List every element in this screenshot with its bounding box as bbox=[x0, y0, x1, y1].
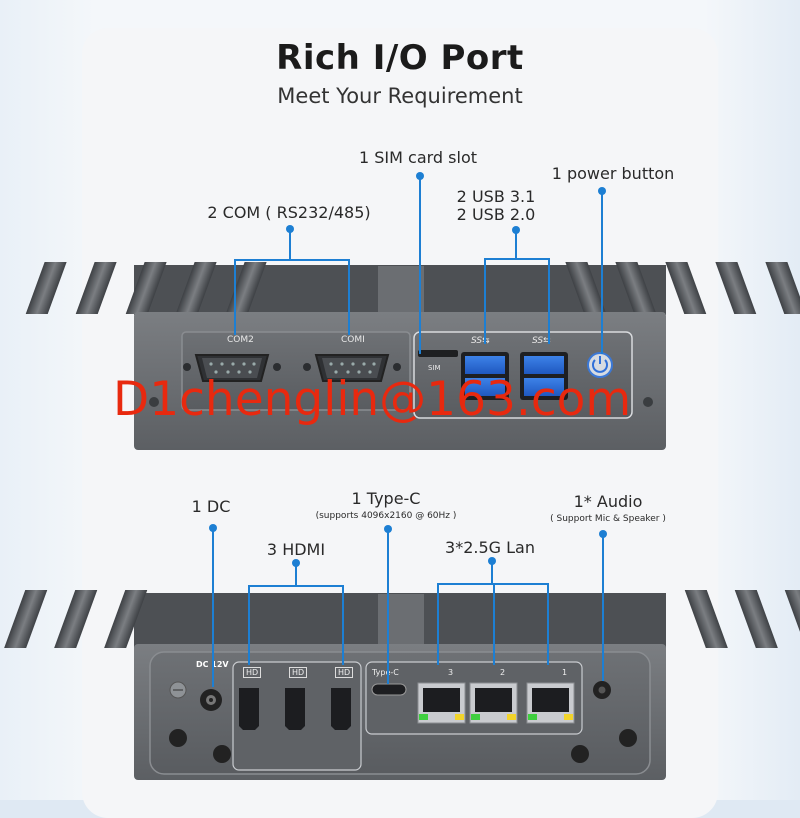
bottom-heatsink-fins bbox=[4, 590, 800, 648]
label-power-button: 1 power button bbox=[551, 164, 675, 183]
sim-slot bbox=[418, 350, 458, 357]
hdmi-mark-2: HD bbox=[289, 667, 308, 678]
top-device-illustration bbox=[4, 262, 800, 780]
com2-mark: COM2 bbox=[227, 335, 254, 345]
leader-hdmi-left bbox=[248, 585, 250, 665]
leader-lan-stem bbox=[491, 560, 493, 584]
label-sim-slot: 1 SIM card slot bbox=[358, 148, 478, 167]
leader-audio bbox=[602, 533, 604, 681]
label-audio: 1* Audio bbox=[573, 492, 643, 511]
leader-usb-stem bbox=[515, 229, 517, 259]
usb-port-left bbox=[461, 352, 509, 400]
hdmi-mark-1: HD bbox=[243, 667, 262, 678]
leader-dc bbox=[212, 527, 214, 687]
page-title: Rich I/O Port bbox=[276, 38, 524, 78]
leader-hdmi-stem bbox=[295, 562, 297, 586]
usb-ss-mark-left: SS⇆ bbox=[471, 336, 490, 346]
leader-typec bbox=[387, 528, 389, 684]
com1-port bbox=[303, 354, 401, 382]
leader-lan-left bbox=[437, 583, 439, 665]
power-button bbox=[587, 352, 613, 378]
audio-jack bbox=[593, 681, 611, 699]
label-usb-line1: 2 USB 3.1 bbox=[456, 187, 536, 206]
usb-port-right bbox=[520, 352, 568, 400]
label-hdmi: 3 HDMI bbox=[266, 540, 326, 559]
leader-sim bbox=[419, 176, 421, 354]
hdmi-mark-3: HD bbox=[335, 667, 354, 678]
leader-com-right bbox=[348, 259, 350, 335]
hdmi-ports bbox=[239, 688, 351, 730]
label-lan: 3*2.5G Lan bbox=[445, 538, 535, 557]
lan-ports bbox=[417, 682, 575, 724]
sim-icon: SIM bbox=[428, 364, 441, 372]
com1-mark: COMI bbox=[341, 335, 365, 345]
ground-screw bbox=[169, 681, 187, 699]
top-heatsink-fins bbox=[25, 262, 800, 316]
com2-port bbox=[183, 354, 281, 382]
label-dc: 1 DC bbox=[191, 497, 231, 516]
lan-mark-2: 2 bbox=[500, 668, 506, 677]
label-com: 2 COM ( RS232/485) bbox=[207, 203, 371, 222]
watermark-text: D1chenglin@163.com bbox=[113, 372, 632, 427]
lan-mark-3: 3 bbox=[448, 668, 454, 677]
leader-lan-right bbox=[547, 583, 549, 665]
label-usb: 2 USB 3.1 2 USB 2.0 bbox=[457, 188, 536, 224]
leader-hdmi-right bbox=[342, 585, 344, 665]
leader-com-stem bbox=[289, 228, 291, 260]
label-usb-line2: 2 USB 2.0 bbox=[456, 205, 536, 224]
lan-mark-1: 1 bbox=[562, 668, 568, 677]
antenna-connectors bbox=[169, 729, 637, 763]
leader-usb-bar bbox=[484, 258, 550, 260]
leader-usb-right bbox=[548, 258, 550, 344]
dc-jack bbox=[200, 689, 222, 711]
label-typec: 1 Type-C bbox=[351, 489, 421, 508]
leader-com-bar bbox=[234, 259, 350, 261]
com-plate bbox=[181, 331, 411, 411]
page-subtitle: Meet Your Requirement bbox=[277, 84, 523, 108]
leader-com-left bbox=[234, 259, 236, 335]
typec-mark: Type-C bbox=[372, 668, 399, 677]
label-audio-note: ( Support Mic & Speaker ) bbox=[550, 514, 666, 524]
label-typec-note: (supports 4096x2160 @ 60Hz ) bbox=[315, 511, 457, 521]
leader-usb-left bbox=[484, 258, 486, 344]
typec-port bbox=[371, 683, 407, 696]
leader-lan-mid bbox=[493, 583, 495, 665]
leader-hdmi-bar bbox=[248, 585, 344, 587]
leader-power bbox=[601, 190, 603, 354]
usb-ss-mark-right: SS⇆ bbox=[532, 336, 551, 346]
